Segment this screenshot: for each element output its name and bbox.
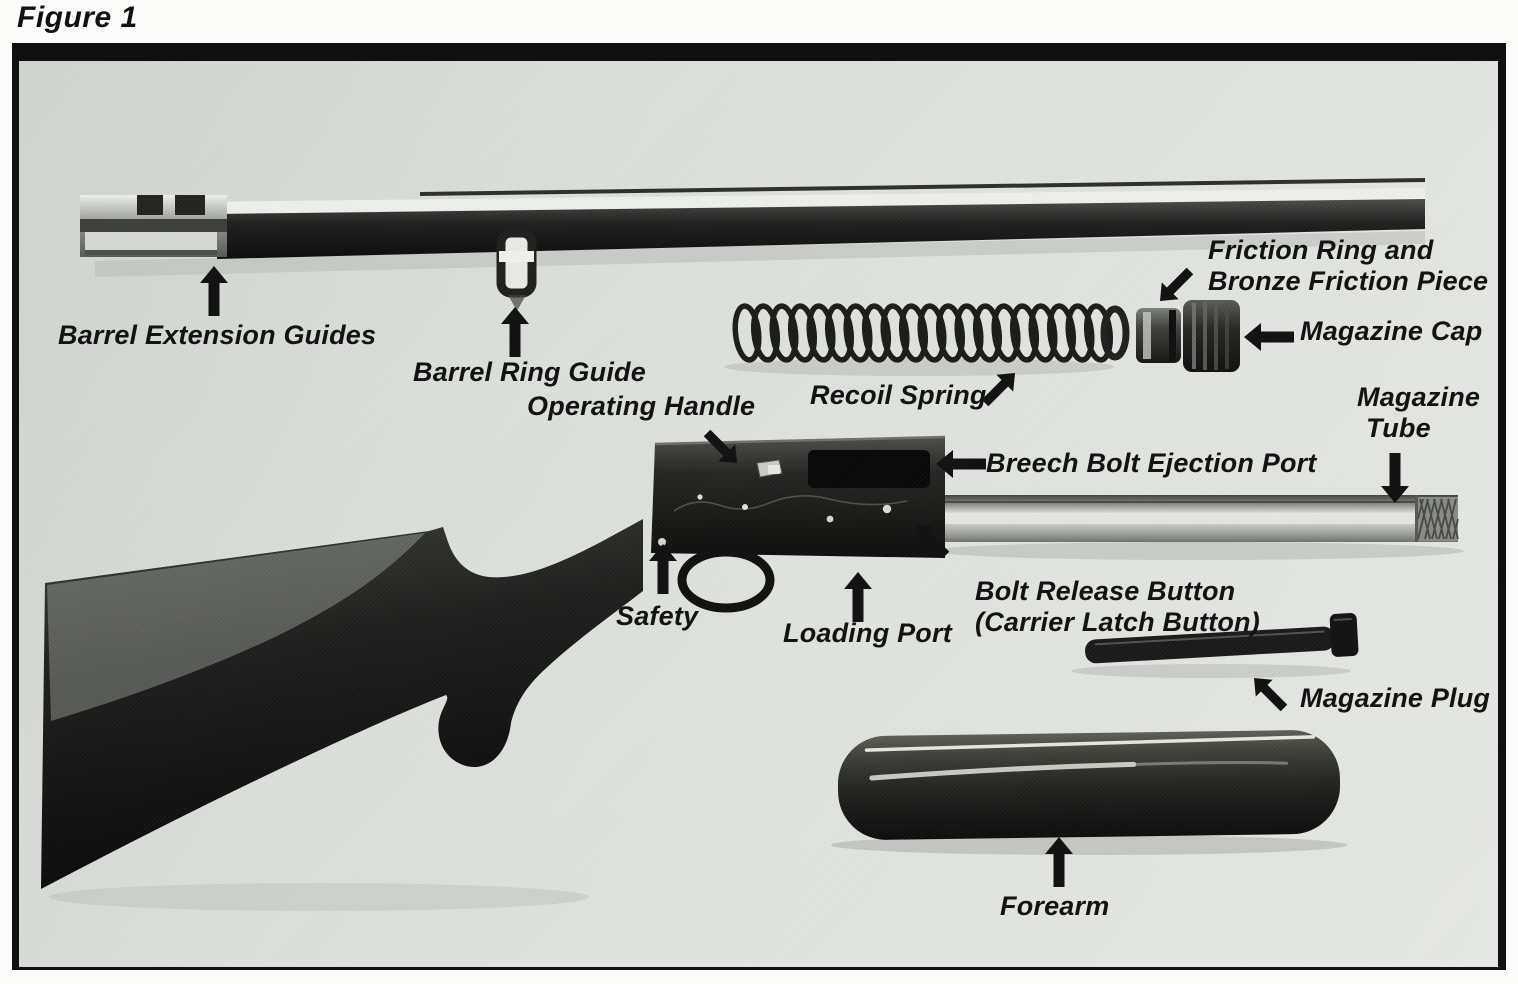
photo-frame: Barrel Extension Guides Barrel Ring Guid…: [12, 43, 1506, 970]
arrow-down-icon: [1380, 453, 1410, 503]
barrel-rib: [419, 178, 1426, 196]
shadows: [49, 231, 1464, 911]
arrow-up-left-icon: [907, 516, 955, 564]
label-magazine-plug: Magazine Plug: [1300, 683, 1491, 713]
trigger-guard: [677, 547, 775, 613]
label-breech-bolt-ejection-port: Breech Bolt Ejection Port: [986, 448, 1317, 478]
arrow-left-icon: [1244, 322, 1294, 352]
magazine-plug-part: [1085, 613, 1359, 664]
breech-bolt: [808, 450, 930, 488]
magazine-tube-part: [945, 495, 1459, 542]
forearm-part: [837, 730, 1341, 840]
arrow-up-right-icon: [976, 364, 1024, 412]
receiver: [651, 435, 946, 613]
label-friction-ring: Friction Ring and Bronze Friction Piece: [1208, 235, 1489, 297]
arrow-down-left-icon: [1151, 262, 1199, 310]
barrel-extension: [80, 195, 227, 257]
barrel: [80, 178, 1426, 311]
label-barrel-extension-guides: Barrel Extension Guides: [58, 320, 377, 350]
label-forearm: Forearm: [1000, 891, 1110, 921]
label-magazine-cap: Magazine Cap: [1300, 316, 1483, 346]
label-barrel-ring-guide: Barrel Ring Guide: [413, 357, 646, 387]
magazine-cap-part: [1183, 300, 1240, 372]
arrow-up-icon: [843, 572, 873, 622]
buttstock: [41, 519, 643, 889]
arrow-up-left-icon: [1245, 669, 1293, 717]
bronze-friction-piece-part: [1136, 308, 1181, 363]
recoil-spring-part: [733, 305, 1113, 361]
label-bolt-release-button: Bolt Release Button (Carrier Latch Butto…: [975, 576, 1260, 638]
arrow-down-right-icon: [698, 424, 746, 472]
figure-title: Figure 1: [17, 1, 138, 34]
label-loading-port: Loading Port: [783, 618, 952, 648]
disassembled-shotgun-illustration: [41, 178, 1464, 911]
arrow-up-icon: [1044, 837, 1074, 887]
safety-button-part: [658, 538, 666, 546]
friction-ring-part: [1100, 305, 1130, 361]
label-recoil-spring: Recoil Spring: [810, 380, 987, 410]
arrow-up-icon: [500, 307, 530, 357]
arrow-up-icon: [199, 266, 229, 316]
shotgun-parts-photo: Barrel Extension Guides Barrel Ring Guid…: [19, 61, 1498, 967]
label-magazine-tube: Magazine Tube: [1357, 382, 1481, 444]
label-operating-handle: Operating Handle: [527, 391, 756, 421]
arrow-up-icon: [648, 544, 678, 594]
barrel-ring-guide-part: [496, 228, 537, 311]
label-safety: Safety: [616, 601, 699, 631]
arrow-left-icon: [936, 449, 986, 479]
carrier-latch-button-part: [882, 504, 892, 514]
